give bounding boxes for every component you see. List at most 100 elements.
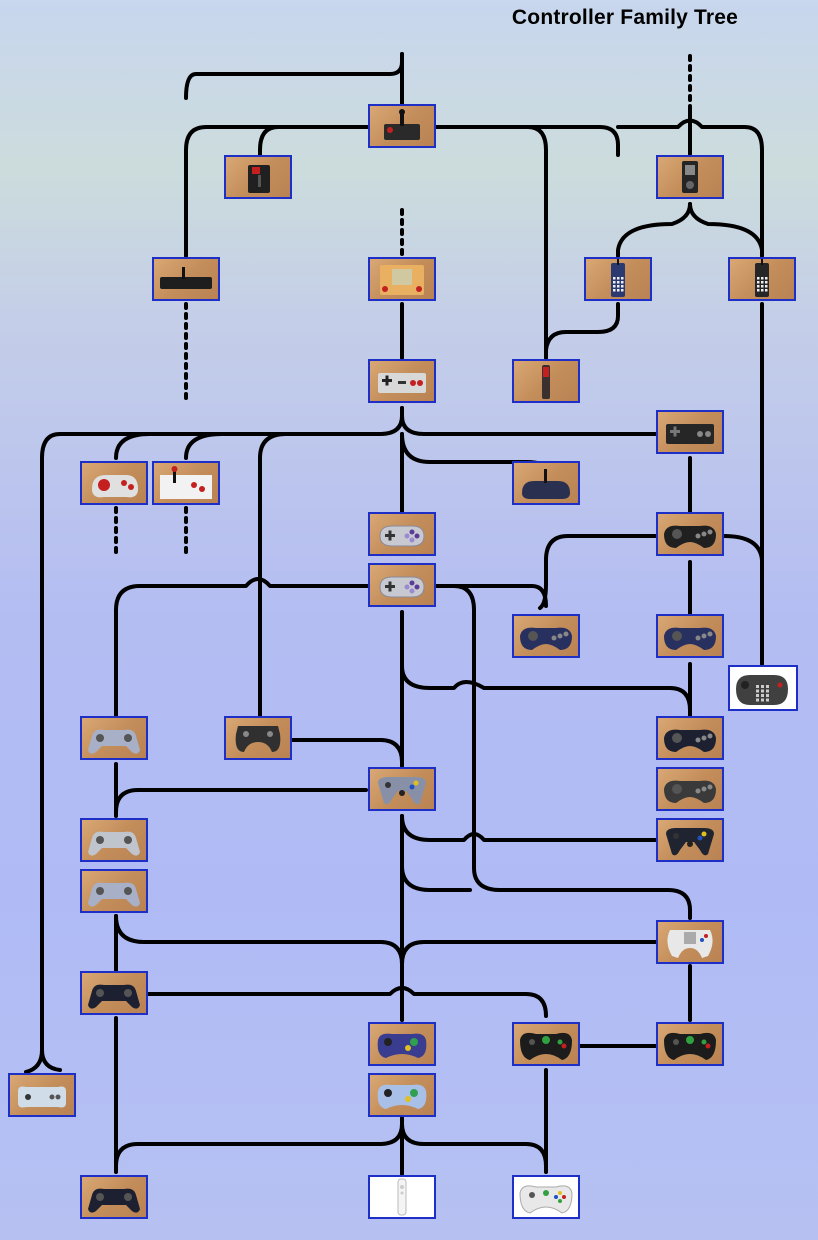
nes-advantage-round-icon — [92, 475, 138, 498]
connector — [538, 534, 658, 610]
master-system-pad-icon — [666, 424, 714, 444]
connector — [258, 125, 370, 157]
connector — [434, 584, 548, 608]
node-saturn-pad-black[interactable] — [656, 716, 724, 760]
virtual-boy-style-icon — [235, 726, 281, 752]
connector — [544, 302, 620, 360]
wavebird-icon — [377, 1084, 427, 1109]
node-game-and-watch[interactable] — [368, 257, 436, 301]
genesis-3button-small-icon — [522, 469, 570, 499]
dualshock-blue-grey-icon — [88, 882, 140, 907]
dualshock-grey-icon — [88, 831, 140, 856]
node-n64-controller[interactable] — [368, 767, 436, 811]
node-genesis-6button[interactable] — [512, 614, 580, 658]
saturn-pad-black-icon — [664, 729, 716, 752]
dreamcast-controller-icon — [667, 930, 713, 958]
dualshock-2-icon — [88, 984, 140, 1009]
connector — [400, 814, 658, 842]
atari-joystick-icon — [384, 109, 420, 140]
node-keypad-controller-black[interactable] — [728, 257, 796, 301]
node-dualshock-3[interactable] — [80, 1175, 148, 1219]
wii-remote-icon — [397, 1178, 407, 1216]
gamecube-indigo-icon — [377, 1033, 427, 1058]
node-keypad-controller-blue[interactable] — [584, 257, 652, 301]
connector — [400, 864, 472, 892]
connector — [114, 914, 404, 966]
node-virtual-boy-style[interactable] — [224, 716, 292, 760]
node-red-button-joystick[interactable] — [224, 155, 292, 199]
connector — [40, 1048, 62, 1072]
node-dualshock-blue-grey[interactable] — [80, 869, 148, 913]
connector — [114, 432, 152, 460]
node-playstation-controller[interactable] — [80, 716, 148, 760]
connector — [400, 940, 658, 966]
connector — [184, 432, 224, 460]
genesis-controller-icon — [664, 525, 716, 548]
node-nes-controller[interactable] — [368, 359, 436, 403]
arcade-stick-icon — [160, 466, 212, 499]
vectrex-stick-icon — [542, 365, 550, 399]
node-master-system-pad[interactable] — [656, 410, 724, 454]
connector — [24, 406, 404, 1074]
keypad-controller-black-icon — [755, 259, 769, 297]
connector — [434, 125, 548, 358]
paddle-bar-icon — [160, 267, 212, 289]
page-title: Controller Family Tree — [511, 6, 739, 29]
node-snes-controller-a[interactable] — [368, 512, 436, 556]
connector — [400, 664, 692, 718]
connector — [400, 1122, 548, 1168]
node-nes-advantage-round[interactable] — [80, 461, 148, 505]
snes-controller-icon — [379, 525, 425, 547]
saturn-pad-grey-icon — [664, 780, 716, 803]
node-genesis-controller[interactable] — [656, 512, 724, 556]
node-xbox-360-controller[interactable] — [512, 1175, 580, 1219]
game-and-watch-icon — [380, 265, 424, 295]
node-wavebird[interactable] — [368, 1073, 436, 1117]
xbox-duke-icon — [664, 1032, 716, 1060]
connector — [400, 406, 658, 436]
node-intellivision-controller[interactable] — [656, 155, 724, 199]
saturn-3d-pad-icon — [666, 828, 714, 856]
connector — [688, 202, 764, 252]
xbox-controller-icon — [520, 1032, 572, 1060]
connector — [290, 738, 404, 764]
node-paddle-bar[interactable] — [152, 257, 220, 301]
node-dualshock-2[interactable] — [80, 971, 148, 1015]
node-genesis-3button-small[interactable] — [512, 461, 580, 505]
genesis-6button-icon — [520, 627, 572, 650]
intellivision-controller-icon — [682, 161, 698, 193]
node-arcade-stick[interactable] — [152, 461, 220, 505]
xbox-360-controller-icon — [519, 1185, 573, 1214]
node-dualshock-grey[interactable] — [80, 818, 148, 862]
connector — [616, 118, 764, 258]
n64-controller-icon — [378, 777, 426, 805]
node-xbox-controller-s[interactable] — [512, 1022, 580, 1066]
node-wii-remote[interactable] — [368, 1175, 436, 1219]
node-saturn-pad-blue[interactable] — [656, 614, 724, 658]
node-dreamcast-controller[interactable] — [656, 920, 724, 964]
connector — [114, 577, 370, 718]
playstation-controller-icon — [88, 729, 140, 754]
dualshock-3-icon — [88, 1188, 140, 1213]
jaguar-controller-icon — [736, 675, 788, 705]
connector — [722, 534, 764, 562]
node-nes-dogbone[interactable] — [8, 1073, 76, 1117]
connector — [434, 125, 620, 157]
node-vectrex-stick[interactable] — [512, 359, 580, 403]
node-gamecube-indigo[interactable] — [368, 1022, 436, 1066]
node-xbox-duke[interactable] — [656, 1022, 724, 1066]
node-snes-controller-b[interactable] — [368, 563, 436, 607]
connector — [114, 788, 368, 814]
node-saturn-3d-pad[interactable] — [656, 818, 724, 862]
node-atari-joystick[interactable] — [368, 104, 436, 148]
node-saturn-pad-grey[interactable] — [656, 767, 724, 811]
connector — [146, 986, 548, 1018]
connector — [258, 432, 288, 718]
red-button-joystick-icon — [248, 165, 270, 193]
saturn-pad-blue-icon — [664, 627, 716, 650]
node-jaguar-controller[interactable] — [728, 665, 798, 711]
snes-controller-icon — [379, 576, 425, 598]
keypad-controller-blue-icon — [611, 259, 625, 297]
connector — [114, 1122, 404, 1168]
